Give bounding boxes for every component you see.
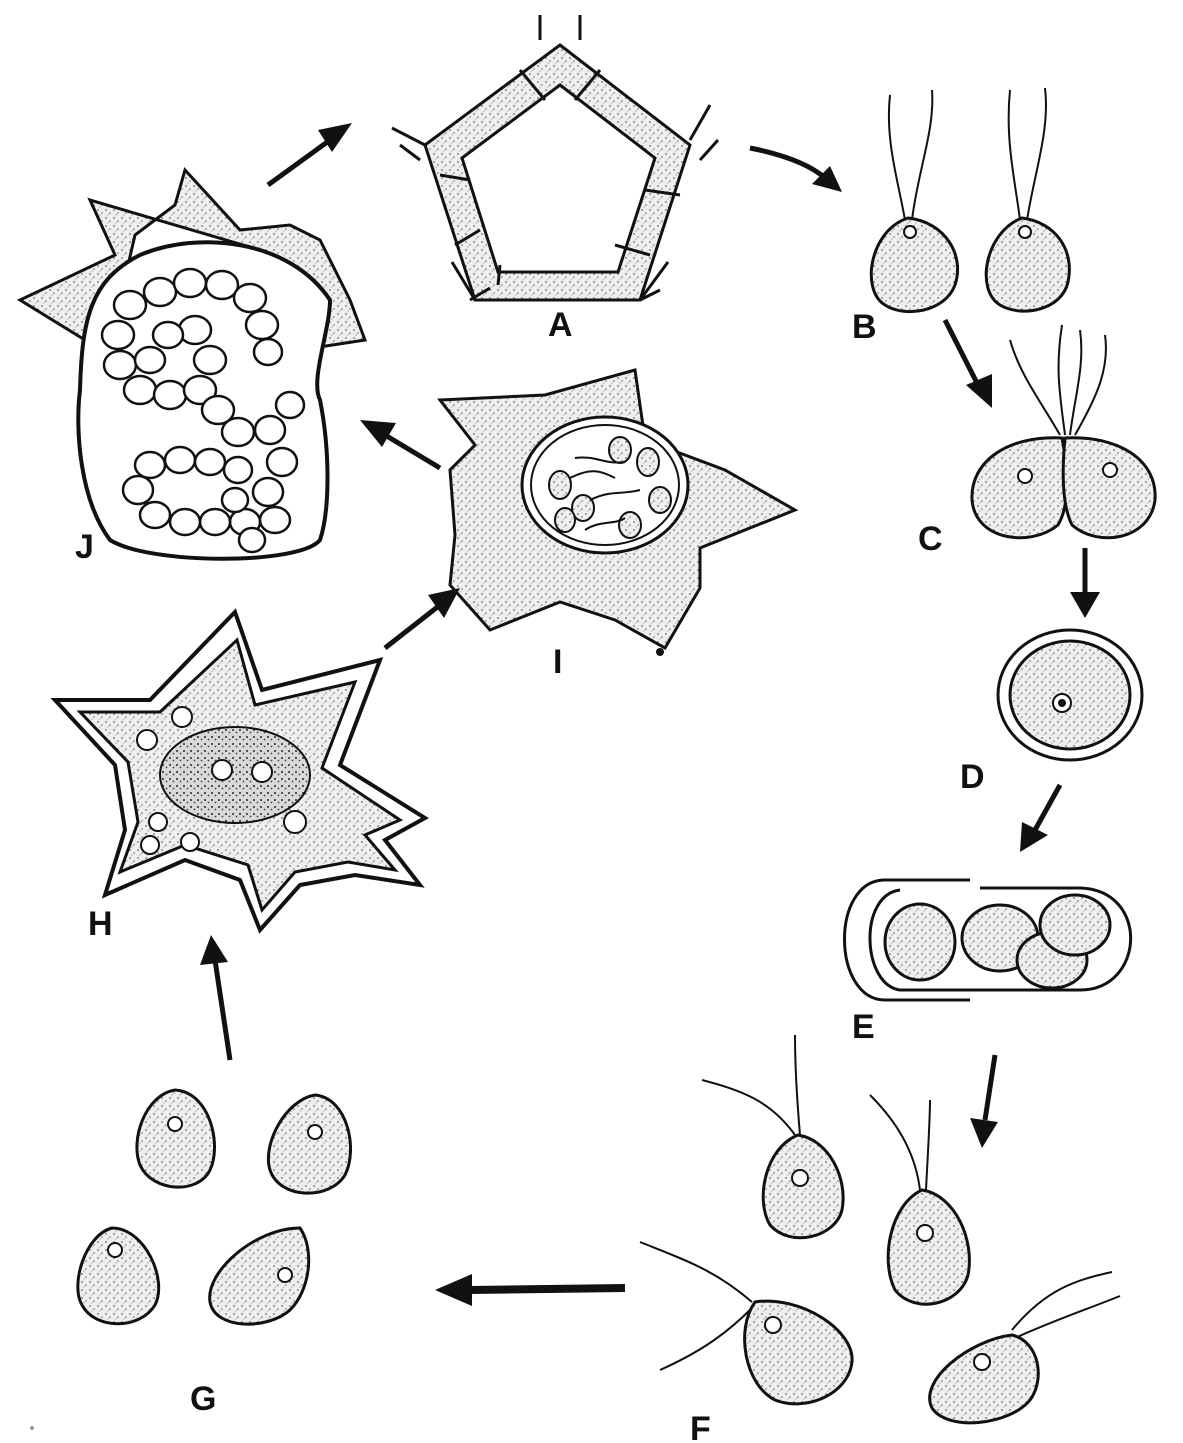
arrow-j-to-a [268, 123, 352, 185]
arrow-b-to-c [945, 320, 992, 408]
label-b: B [852, 308, 877, 346]
label-i: I [553, 643, 562, 681]
label-c: C [918, 520, 943, 558]
stage-i-star-cell [440, 370, 795, 656]
stage-e-meiospores [844, 880, 1130, 1000]
stage-d-zygote [998, 630, 1142, 760]
arrow-i-to-j [360, 420, 440, 468]
arrow-f-to-g [435, 1274, 625, 1306]
stage-j-new-colony [20, 170, 365, 559]
label-e: E [852, 1008, 875, 1046]
stage-c-fusion [972, 325, 1155, 538]
arrow-h-to-i [385, 588, 460, 648]
arrow-a-to-b [750, 148, 842, 192]
arrow-d-to-e [1020, 785, 1060, 852]
arrow-e-to-f [970, 1055, 998, 1148]
label-a: A [548, 306, 573, 344]
stage-a-colony [392, 15, 718, 300]
stage-h-polyhedron [55, 612, 425, 930]
speck [30, 1426, 34, 1430]
arrow-c-to-d [1070, 548, 1100, 618]
label-j: J [75, 528, 94, 566]
stage-g-aplanospores [78, 1090, 351, 1324]
label-d: D [960, 758, 985, 796]
stage-f-zoospores [640, 1035, 1120, 1423]
label-g: G [190, 1380, 216, 1418]
label-f: F [690, 1410, 711, 1443]
label-h: H [88, 905, 113, 943]
arrow-g-to-h [200, 935, 230, 1060]
stage-b-cells [871, 88, 1069, 312]
